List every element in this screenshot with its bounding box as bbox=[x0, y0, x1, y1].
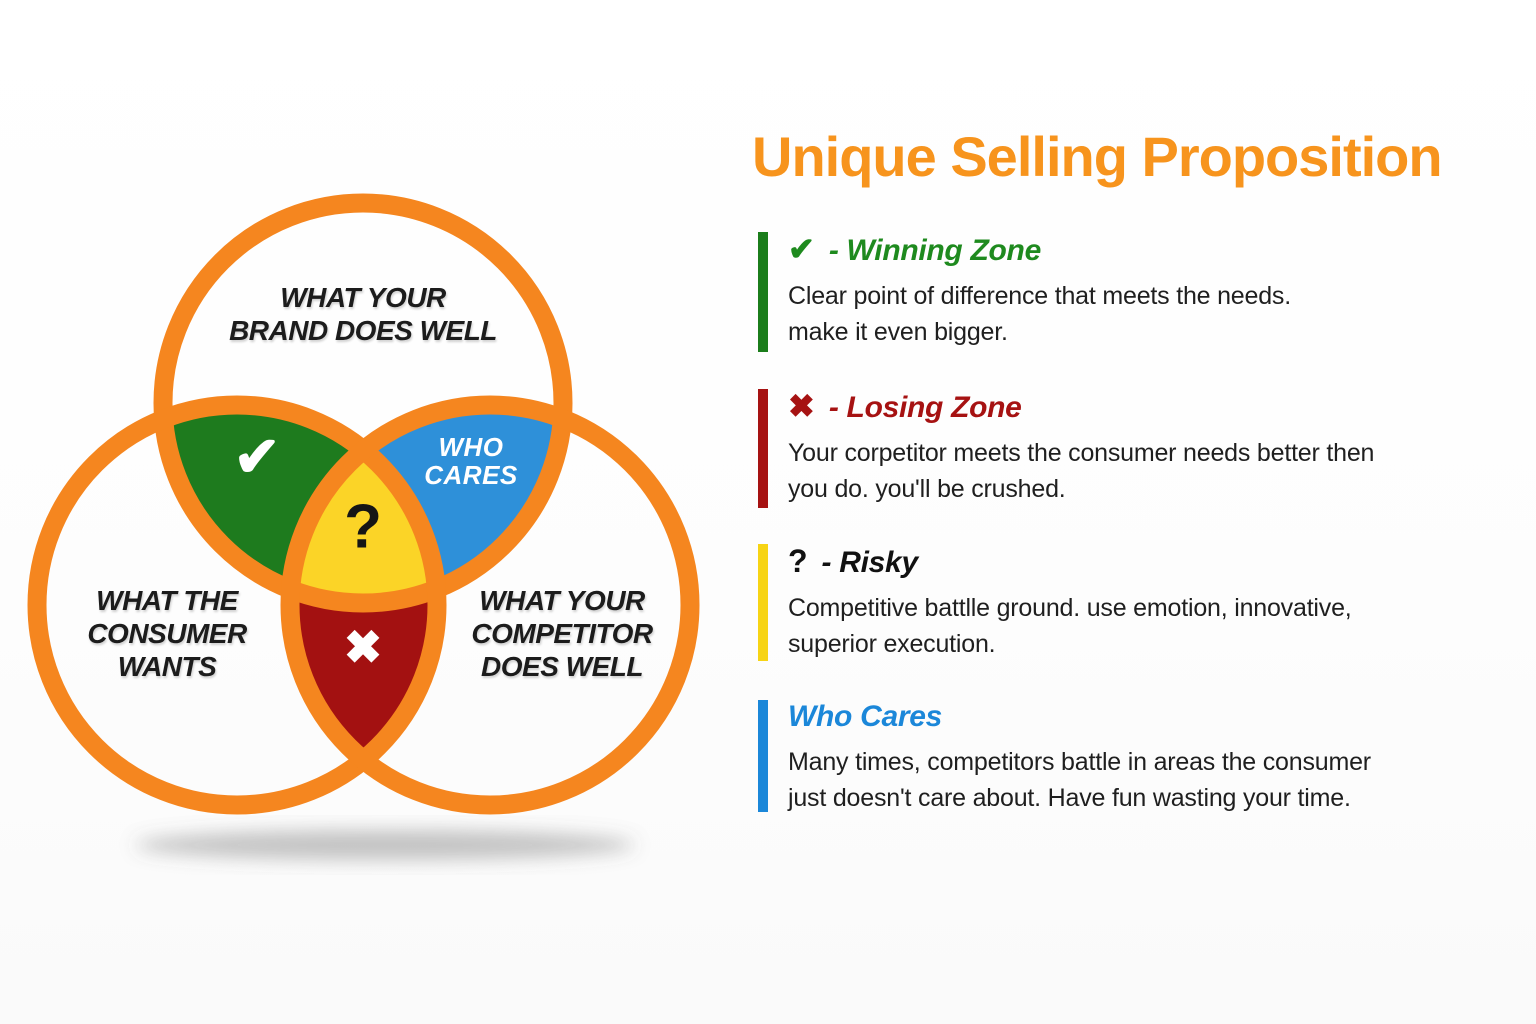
venn-circle-top-outline bbox=[153, 193, 573, 613]
risky-bar bbox=[758, 544, 768, 661]
who-cares-line2: CARES bbox=[424, 460, 518, 490]
who-cares-desc-line2: just doesn't care about. Have fun wastin… bbox=[788, 784, 1351, 812]
venn-label-consumer-line1: WHAT THE bbox=[96, 585, 238, 616]
risky-desc-line2: superior execution. bbox=[788, 630, 996, 658]
who-cares-description: Many times, competitors battle in areas … bbox=[788, 744, 1478, 816]
venn-circle-right-outline bbox=[280, 395, 700, 815]
who-cares-bar bbox=[758, 700, 768, 812]
venn-label-brand-line2: BRAND DOES WELL bbox=[229, 315, 497, 346]
who-cares-label: WHO CARES bbox=[424, 433, 518, 489]
losing-zone-bar bbox=[758, 389, 768, 508]
ground-shadow bbox=[135, 830, 635, 860]
question-mark-icon: ? bbox=[344, 492, 382, 562]
venn-label-consumer-line3: WANTS bbox=[117, 651, 217, 682]
venn-label-brand-line1: WHAT YOUR bbox=[280, 282, 446, 313]
page-title: Unique Selling Proposition bbox=[752, 125, 1443, 188]
losing-zone-description: Your corpetitor meets the consumer needs… bbox=[788, 435, 1478, 507]
who-cares-title: Who Cares bbox=[788, 700, 942, 733]
winning-zone-bar bbox=[758, 232, 768, 352]
winning-zone-desc-line2: make it even bigger. bbox=[788, 318, 1008, 346]
venn-label-competitor-line3: DOES WELL bbox=[481, 651, 643, 682]
losing-zone-desc-line1: Your corpetitor meets the consumer needs… bbox=[788, 439, 1375, 467]
venn-circle-left-outline bbox=[27, 395, 447, 815]
x-mark-icon: ✖ bbox=[343, 621, 383, 673]
venn-label-competitor-line2: COMPETITOR bbox=[471, 618, 653, 649]
check-icon: ✔ bbox=[233, 425, 281, 488]
losing-zone-title: - Losing Zone bbox=[828, 391, 1022, 424]
winning-zone-title: - Winning Zone bbox=[828, 234, 1041, 267]
x-mark-icon: ✖ bbox=[788, 388, 815, 424]
who-cares-desc-line1: Many times, competitors battle in areas … bbox=[788, 748, 1371, 776]
who-cares-heading: Who Cares bbox=[788, 698, 1478, 736]
risky-heading: ? - Risky bbox=[788, 542, 1478, 582]
venn-label-competitor: WHAT YOUR COMPETITOR DOES WELL bbox=[422, 584, 702, 683]
venn-label-competitor-line1: WHAT YOUR bbox=[479, 585, 645, 616]
venn-label-consumer-line2: CONSUMER bbox=[87, 618, 247, 649]
risky-region bbox=[290, 405, 437, 603]
legend-losing-zone: ✖ - Losing Zone Your corpetitor meets th… bbox=[758, 387, 1478, 508]
venn-svg bbox=[27, 193, 700, 860]
winning-zone-description: Clear point of difference that meets the… bbox=[788, 278, 1478, 350]
losing-zone-desc-line2: you do. you'll be crushed. bbox=[788, 475, 1066, 503]
legend-winning-zone: ✔ - Winning Zone Clear point of differen… bbox=[758, 230, 1478, 352]
venn-diagram: WHAT YOUR BRAND DOES WELL WHAT THE CONSU… bbox=[0, 0, 760, 960]
venn-label-consumer: WHAT THE CONSUMER WANTS bbox=[37, 584, 297, 683]
winning-zone-desc-line1: Clear point of difference that meets the… bbox=[788, 282, 1291, 310]
risky-desc-line1: Competitive battlle ground. use emotion,… bbox=[788, 594, 1352, 622]
losing-zone-heading: ✖ - Losing Zone bbox=[788, 387, 1478, 427]
who-cares-line1: WHO bbox=[438, 432, 504, 462]
question-mark-icon: ? bbox=[788, 543, 808, 579]
legend-who-cares: Who Cares Many times, competitors battle… bbox=[758, 698, 1478, 816]
venn-label-brand: WHAT YOUR BRAND DOES WELL bbox=[193, 281, 533, 347]
risky-description: Competitive battlle ground. use emotion,… bbox=[788, 590, 1478, 662]
legend-risky: ? - Risky Competitive battlle ground. us… bbox=[758, 542, 1478, 662]
risky-title: - Risky bbox=[821, 546, 919, 579]
winning-zone-heading: ✔ - Winning Zone bbox=[788, 230, 1478, 270]
check-icon: ✔ bbox=[788, 231, 815, 267]
